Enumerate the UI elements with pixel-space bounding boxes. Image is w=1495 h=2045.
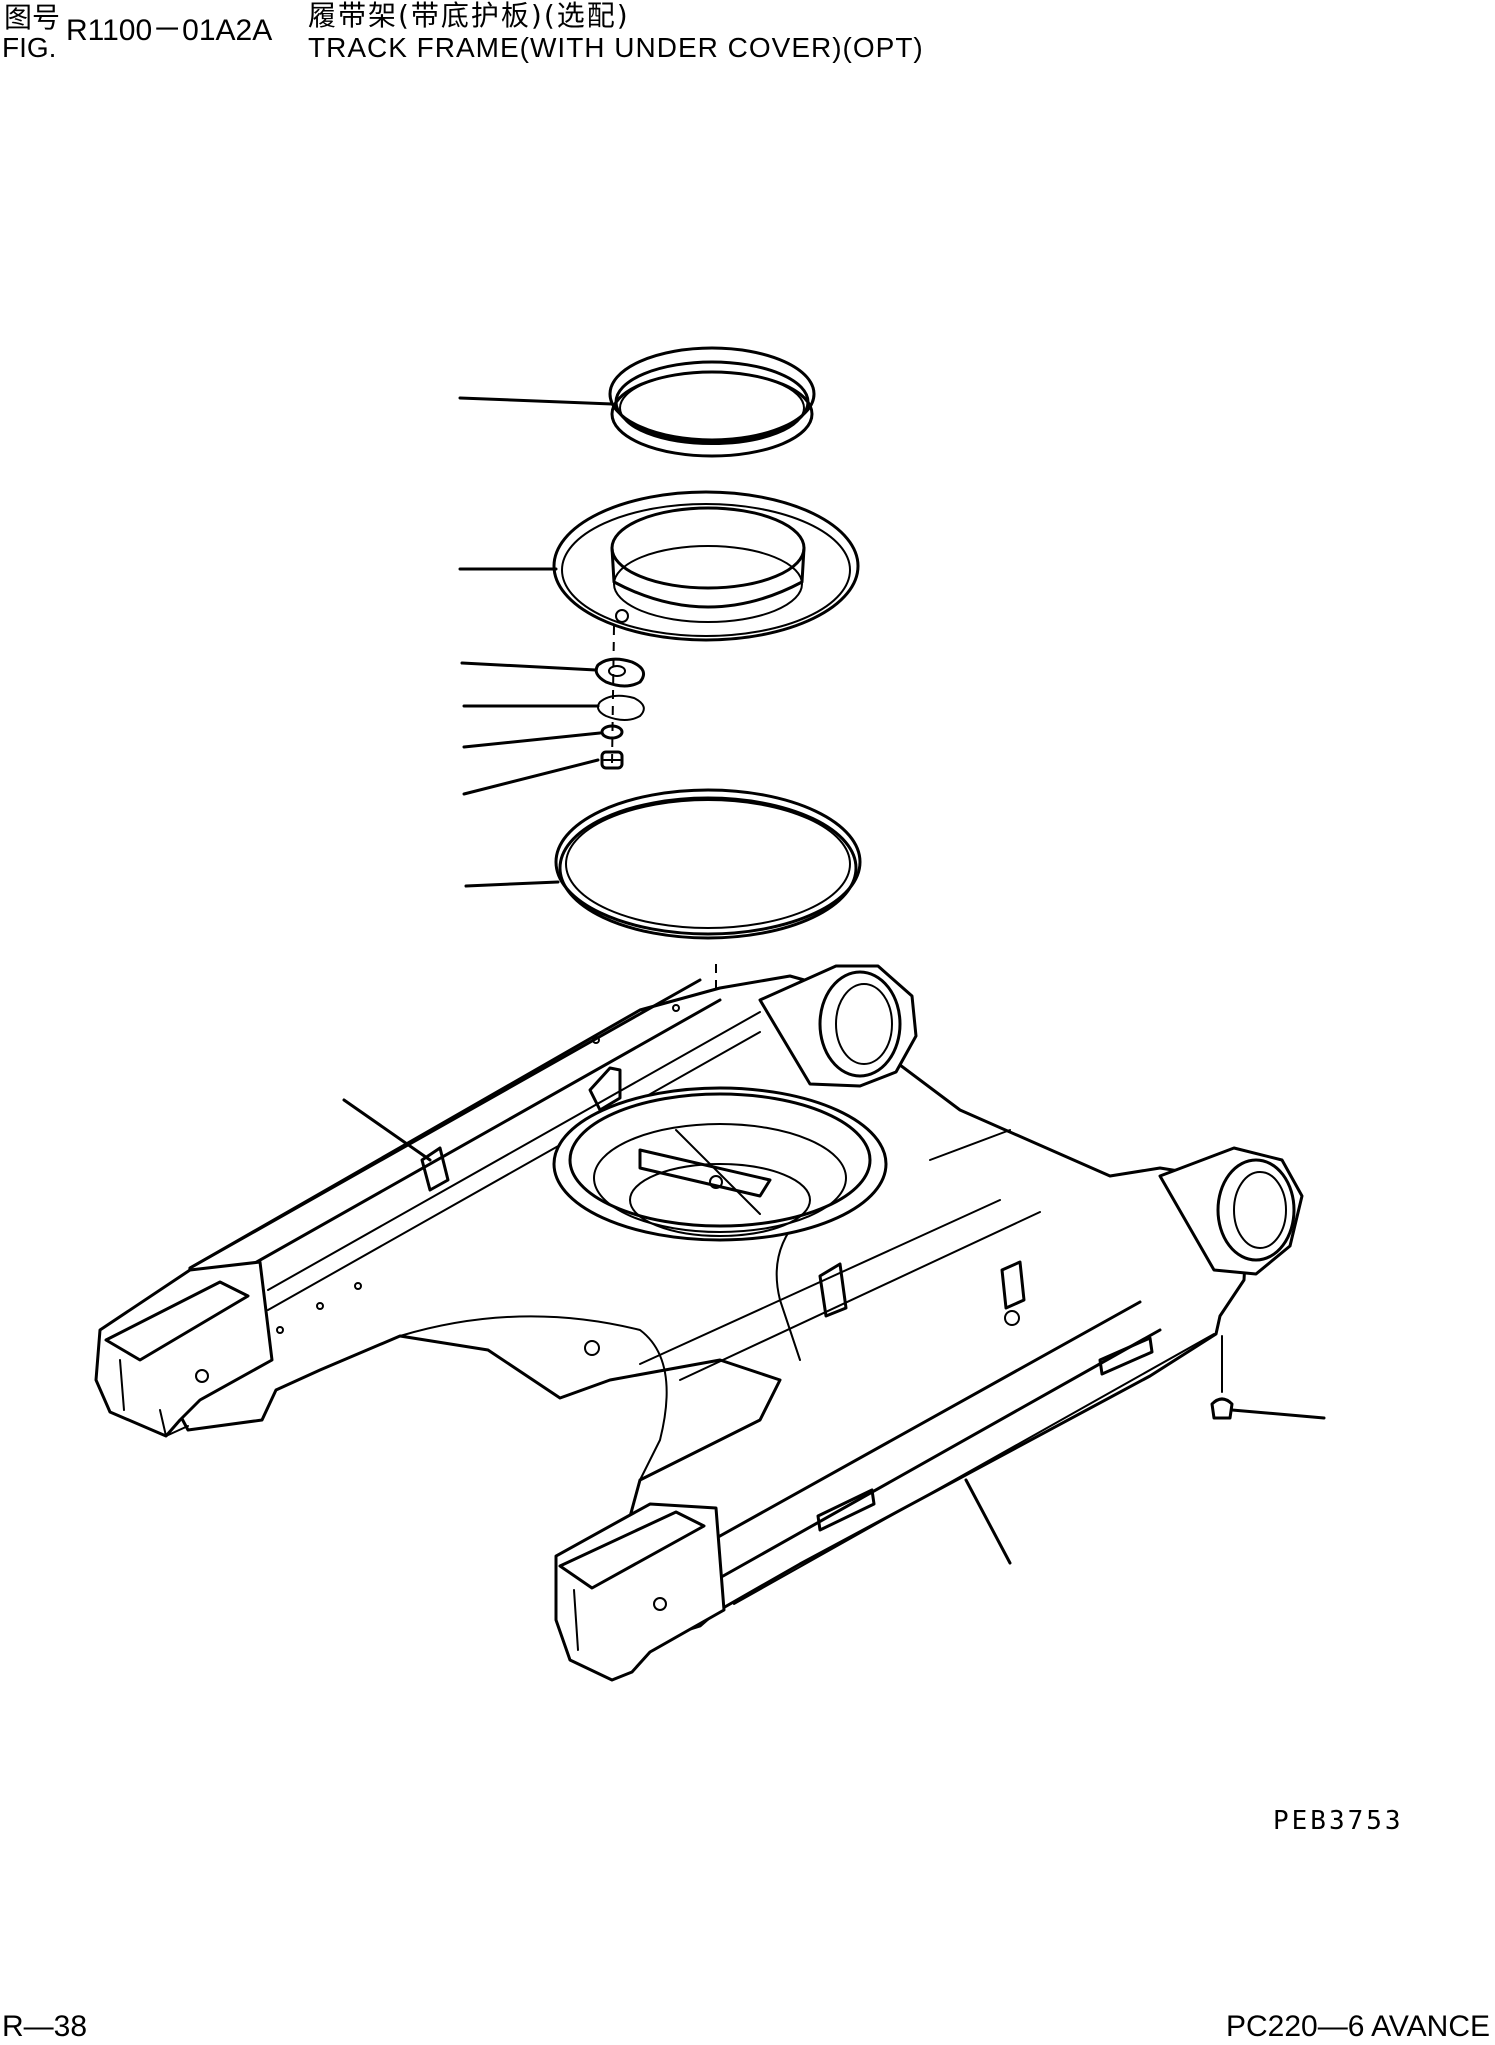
figure-title-en: TRACK FRAME(WITH UNDER COVER)(OPT) (308, 32, 924, 63)
drawing-code: PEB3753 (1273, 1806, 1404, 1836)
part-plug-fitting[interactable] (1210, 1335, 1326, 1420)
figure-number: R1100－01A2A (66, 14, 273, 47)
page-number: R—38 (2, 2010, 88, 2043)
part-washer[interactable] (462, 724, 624, 749)
part-o-ring[interactable] (464, 788, 862, 940)
leader-line-5 (462, 731, 602, 749)
leader-line-8 (342, 1098, 432, 1162)
leader-line-3 (460, 661, 598, 672)
figure-label-cn: 图号 (4, 1, 61, 34)
leader-line-1 (458, 396, 614, 406)
part-plug[interactable] (462, 750, 624, 796)
figure-title-cn: 履带架(带底护板)(选配) (308, 0, 630, 32)
part-plate[interactable] (460, 657, 646, 688)
leader-line-7 (464, 880, 560, 888)
leader-line-6 (462, 758, 600, 796)
part-seal-ring[interactable] (458, 346, 816, 458)
part-track-frame[interactable] (94, 964, 1304, 1682)
leader-line-9 (964, 1478, 1012, 1565)
assembly-centerline-small (611, 625, 615, 765)
leader-line-10 (1230, 1408, 1326, 1420)
figure-label-en: FIG. (2, 32, 57, 63)
part-cover-plate[interactable] (458, 490, 860, 642)
part-gasket[interactable] (462, 694, 645, 721)
model-name: PC220—6 AVANCE (1226, 2010, 1491, 2043)
